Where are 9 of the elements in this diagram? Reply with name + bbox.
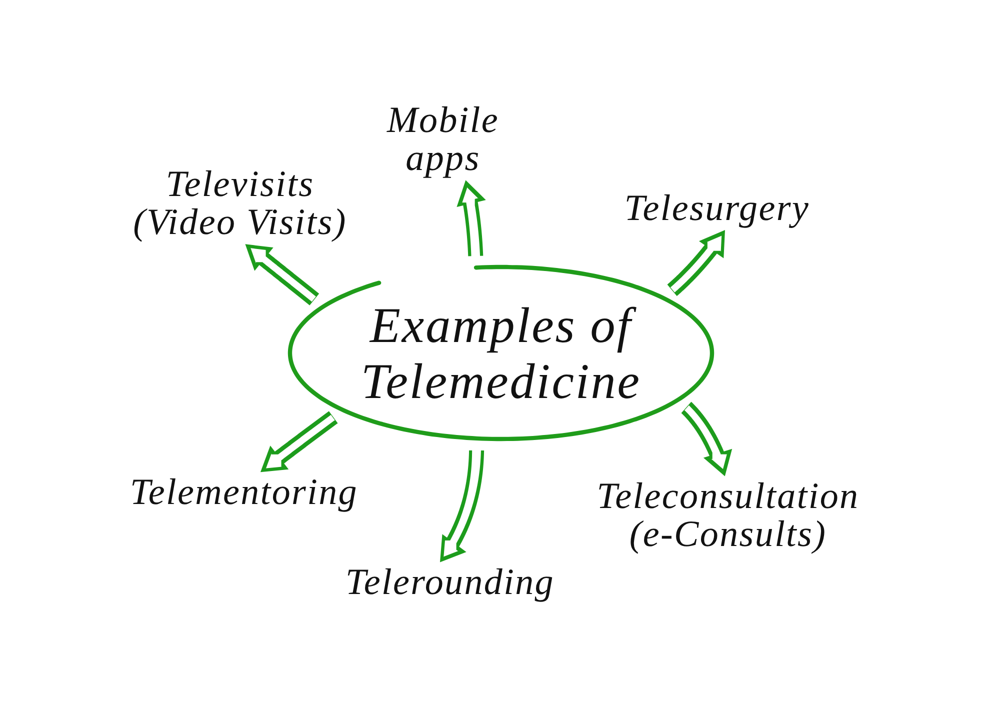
example-label: (e-Consults)	[628, 516, 828, 554]
example-label: (Video Visits)	[133, 204, 347, 242]
topic-title: Examples of Telemedicine	[360, 297, 642, 409]
example-label: Telementoring	[130, 474, 358, 512]
example-label: Mobile apps	[386, 102, 500, 178]
example-label: Telerounding	[346, 564, 554, 602]
example-label: Teleconsultation	[596, 478, 860, 516]
example-label: Telesurgery	[624, 190, 810, 228]
example-label: Televisits	[164, 166, 316, 204]
